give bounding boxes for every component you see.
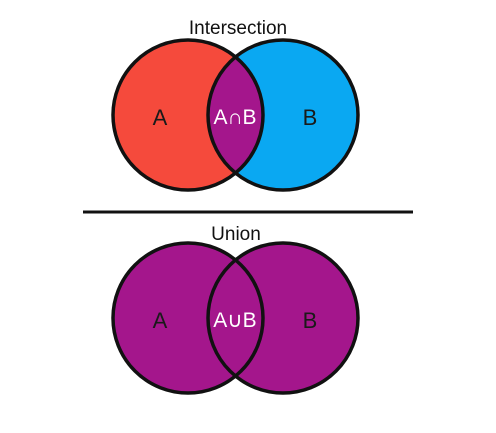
set-b-label: B	[303, 105, 318, 130]
set-a-outline	[111, 241, 265, 395]
set-a-label: A	[153, 105, 168, 130]
set-b-outline	[206, 38, 360, 192]
intersection-diagram: Intersection A B A∩B	[111, 18, 360, 192]
union-title: Union	[211, 224, 261, 245]
set-a-outline	[111, 38, 265, 192]
set-b-circle	[208, 243, 358, 393]
intersection-label: A∩B	[213, 106, 256, 129]
intersection-region	[208, 40, 263, 190]
union-diagram: Union A B A∪B	[111, 224, 360, 395]
intersection-title: Intersection	[189, 18, 287, 39]
union-label: A∪B	[213, 309, 256, 332]
set-b-outline	[206, 241, 360, 395]
set-a-label: A	[153, 308, 168, 333]
set-b-label: B	[303, 308, 318, 333]
